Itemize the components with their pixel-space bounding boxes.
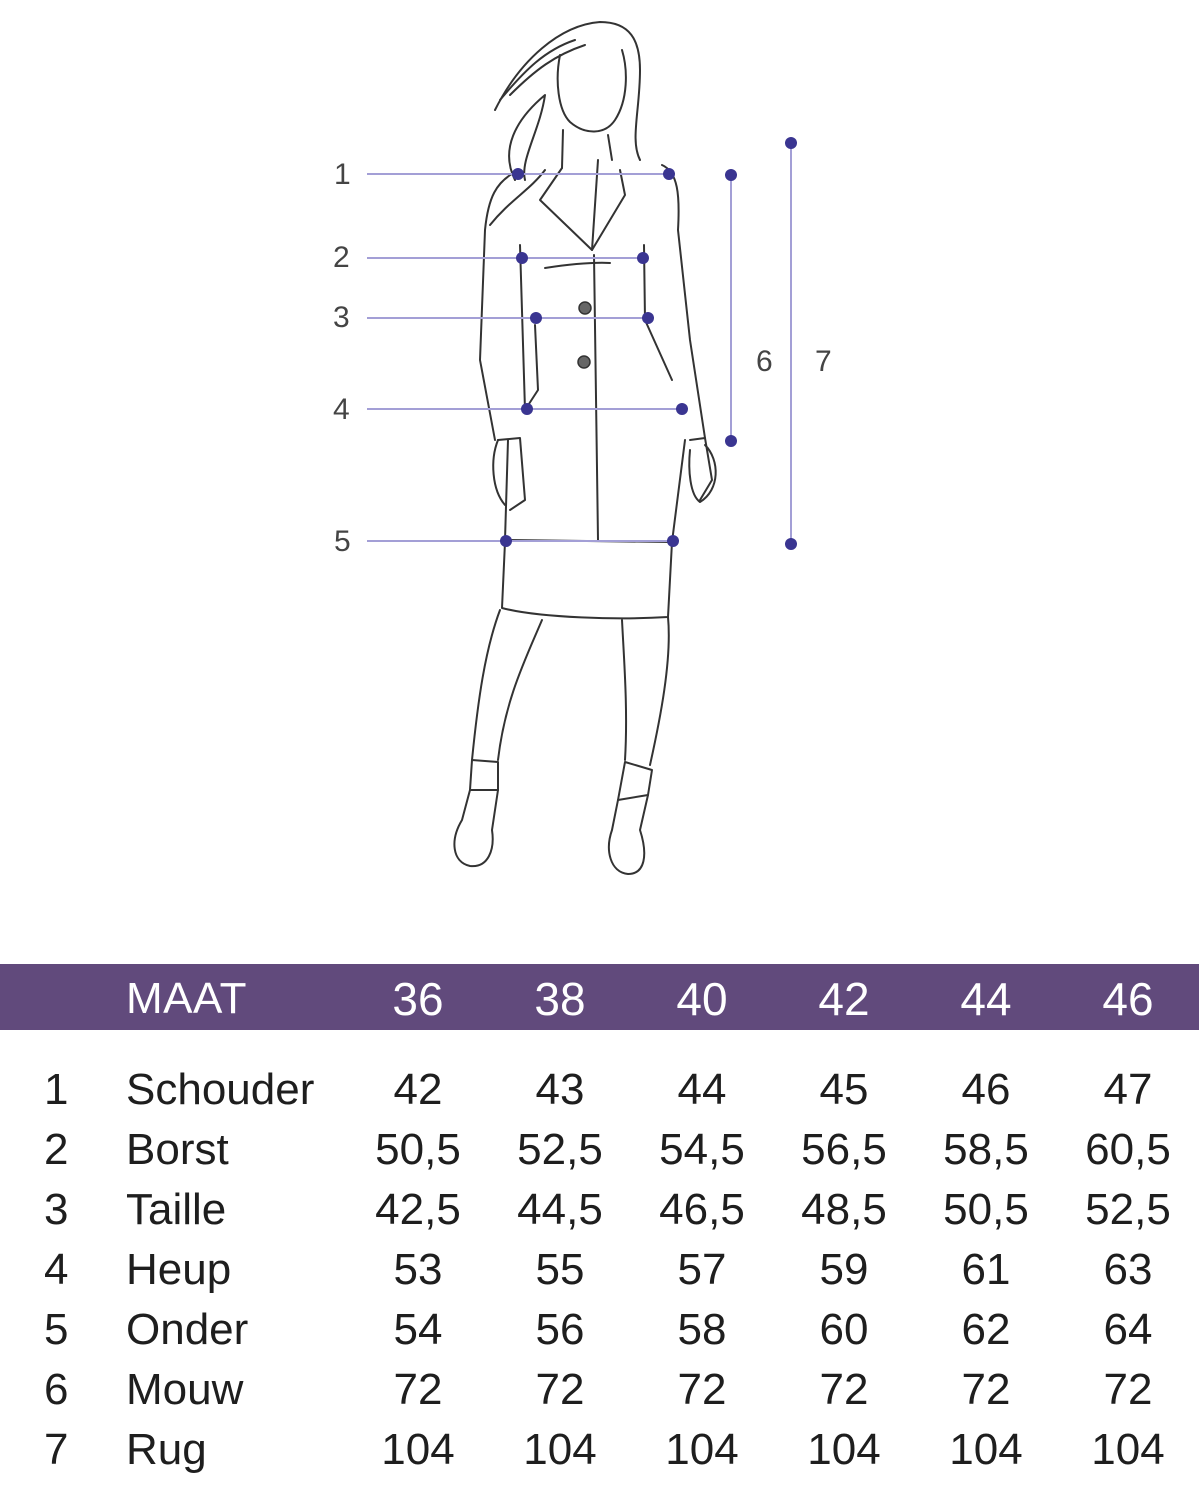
row-name: Rug: [126, 1425, 207, 1474]
cell-46: 47: [1103, 1065, 1153, 1114]
cell-40: 57: [677, 1245, 727, 1294]
cell-38: 72: [535, 1365, 585, 1414]
cell-40: 104: [665, 1425, 739, 1474]
cell-40: 54,5: [659, 1125, 745, 1174]
table-row-heup: 4 Heup 53 55 57 59 61 63: [0, 1240, 1200, 1300]
row-number: 3: [44, 1185, 69, 1234]
measurement-label-1: 1: [334, 158, 351, 191]
row-number: 7: [44, 1425, 69, 1474]
cell-46: 52,5: [1085, 1185, 1171, 1234]
row-name: Borst: [126, 1125, 229, 1174]
row-number: 1: [44, 1065, 69, 1114]
measurement-label-6: 6: [756, 345, 773, 378]
table-row-schouder: 1 Schouder 42 43 44 45 46 47: [0, 1060, 1200, 1120]
row-number: 4: [44, 1245, 69, 1294]
cell-40: 72: [677, 1365, 727, 1414]
cell-38: 52,5: [517, 1125, 603, 1174]
size-header-36: 36: [392, 973, 444, 1025]
measurement-label-2: 2: [333, 241, 350, 274]
cell-36: 72: [393, 1365, 443, 1414]
cell-36: 54: [393, 1305, 443, 1354]
cell-42: 59: [819, 1245, 869, 1294]
cell-36: 104: [381, 1425, 455, 1474]
cell-46: 72: [1103, 1365, 1153, 1414]
cell-44: 104: [949, 1425, 1023, 1474]
cell-44: 62: [961, 1305, 1011, 1354]
cell-42: 72: [819, 1365, 869, 1414]
row-number: 2: [44, 1125, 69, 1174]
size-header-44: 44: [960, 973, 1012, 1025]
cell-42: 60: [819, 1305, 869, 1354]
table-row-rug: 7 Rug 104 104 104 104 104 104: [0, 1420, 1200, 1480]
cell-40: 44: [677, 1065, 727, 1114]
row-name: Heup: [126, 1245, 232, 1294]
table-row-onder: 5 Onder 54 56 58 60 62 64: [0, 1300, 1200, 1360]
cell-44: 61: [961, 1245, 1011, 1294]
cell-42: 56,5: [801, 1125, 887, 1174]
size-header-38: 38: [534, 973, 586, 1025]
cell-44: 72: [961, 1365, 1011, 1414]
cell-44: 46: [961, 1065, 1011, 1114]
row-name: Taille: [126, 1185, 227, 1234]
cell-38: 44,5: [517, 1185, 603, 1234]
cell-46: 104: [1091, 1425, 1165, 1474]
maat-header-label: MAAT: [126, 974, 247, 1023]
row-number: 6: [44, 1365, 69, 1414]
cell-42: 48,5: [801, 1185, 887, 1234]
woman-coat-sketch-icon: [367, 21, 797, 875]
cell-42: 45: [819, 1065, 869, 1114]
row-number: 5: [44, 1305, 69, 1354]
table-row-borst: 2 Borst 50,5 52,5 54,5 56,5 58,5 60,5: [0, 1120, 1200, 1180]
cell-36: 50,5: [375, 1125, 461, 1174]
table-row-mouw: 6 Mouw 72 72 72 72 72 72: [0, 1360, 1200, 1420]
cell-40: 58: [677, 1305, 727, 1354]
measurement-figure: 1 2 3 4 5 6 7: [333, 21, 832, 875]
measurement-label-5: 5: [334, 525, 351, 558]
coat-buttons-icon: [577, 301, 592, 369]
cell-44: 58,5: [943, 1125, 1029, 1174]
cell-36: 53: [393, 1245, 443, 1294]
cell-46: 60,5: [1085, 1125, 1171, 1174]
row-name: Onder: [126, 1305, 249, 1354]
cell-46: 64: [1103, 1305, 1153, 1354]
cell-36: 42: [393, 1065, 443, 1114]
cell-38: 55: [535, 1245, 585, 1294]
cell-38: 104: [523, 1425, 597, 1474]
measurement-label-3: 3: [333, 301, 350, 334]
table-row-taille: 3 Taille 42,5 44,5 46,5 48,5 50,5 52,5: [0, 1180, 1200, 1240]
size-header-46: 46: [1102, 973, 1154, 1025]
cell-42: 104: [807, 1425, 881, 1474]
cell-40: 46,5: [659, 1185, 745, 1234]
cell-36: 42,5: [375, 1185, 461, 1234]
size-table-header: MAAT 36 38 40 42 44 46: [0, 964, 1199, 1030]
measurement-label-7: 7: [815, 345, 832, 378]
row-name: Schouder: [126, 1065, 315, 1114]
cell-46: 63: [1103, 1245, 1153, 1294]
measurement-label-4: 4: [333, 393, 350, 426]
cell-38: 43: [535, 1065, 585, 1114]
size-header-42: 42: [818, 973, 870, 1025]
cell-44: 50,5: [943, 1185, 1029, 1234]
size-header-40: 40: [676, 973, 728, 1025]
cell-38: 56: [535, 1305, 585, 1354]
row-name: Mouw: [126, 1365, 244, 1414]
